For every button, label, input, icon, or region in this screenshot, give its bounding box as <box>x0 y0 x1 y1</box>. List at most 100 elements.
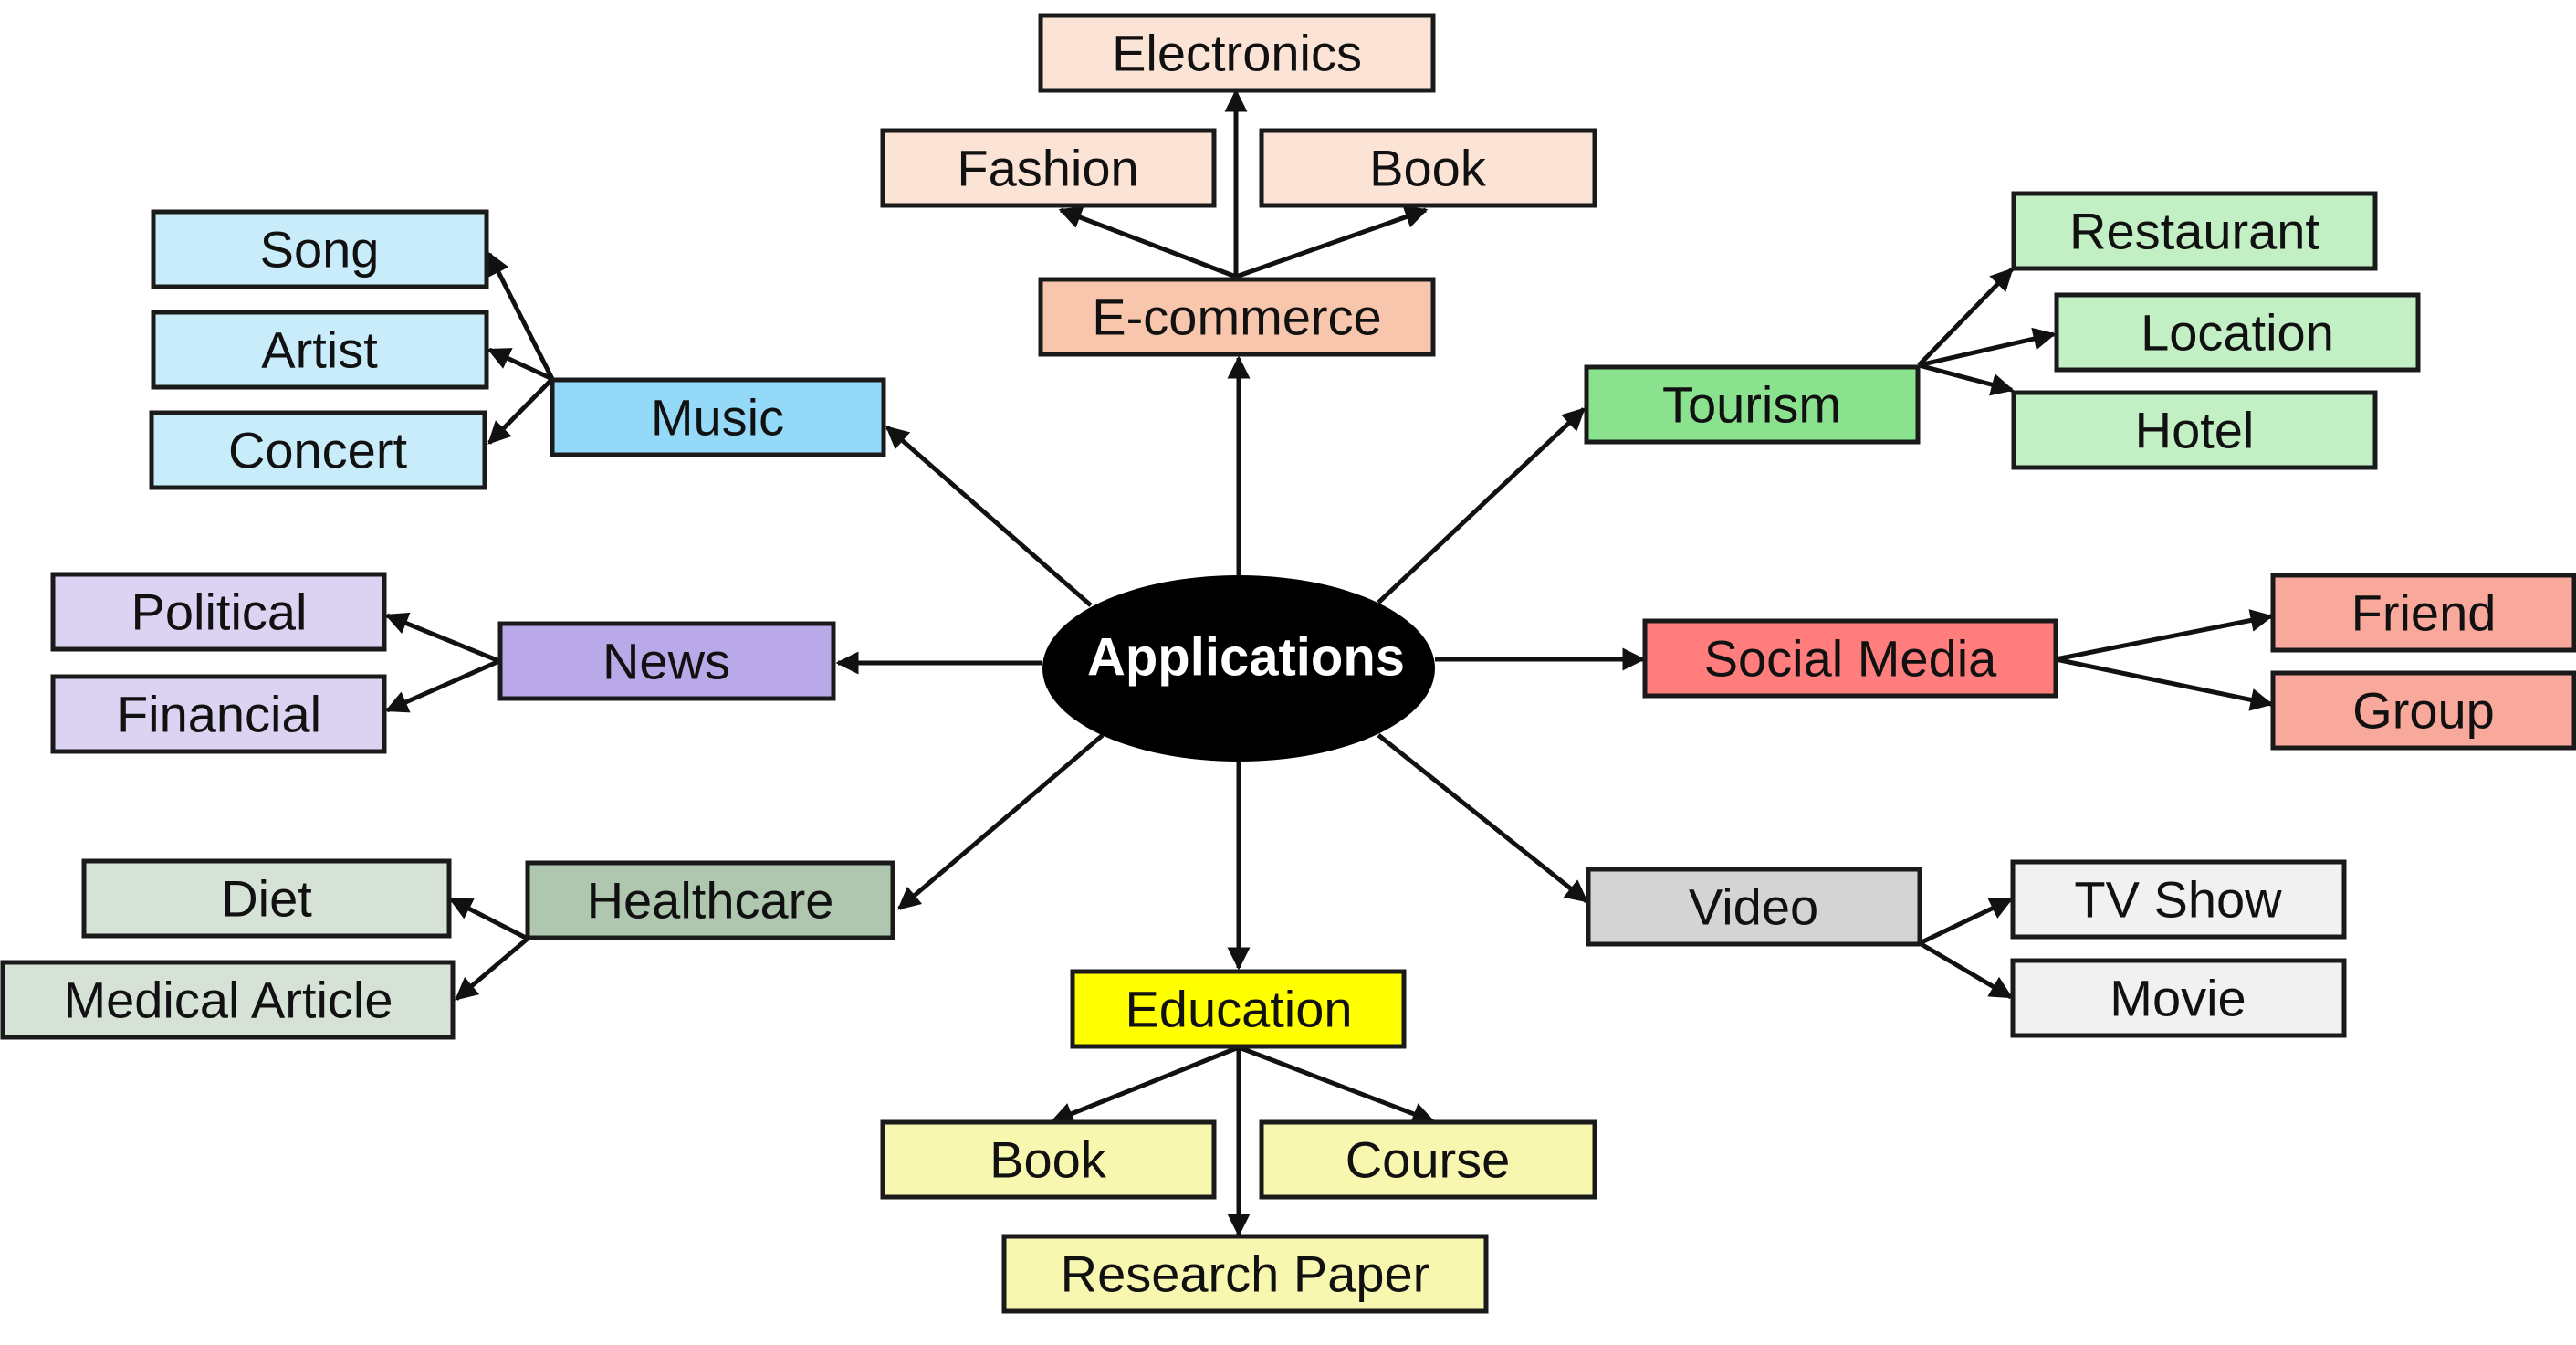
edge-hub-video <box>1377 733 1588 903</box>
node-diet: Diet <box>81 858 452 939</box>
category-label: E-commerce <box>1092 289 1381 346</box>
node-box <box>2054 292 2421 373</box>
node-label: Research Paper <box>1061 1245 1430 1303</box>
category-box <box>525 860 895 940</box>
category-video: Video <box>1586 867 1922 947</box>
category-ecommerce: E-commerce <box>1038 277 1436 357</box>
node-box <box>149 410 487 490</box>
category-label: Social Media <box>1704 630 1997 688</box>
edge-ecommerce-book <box>1235 205 1429 279</box>
edge-healthcare-diet <box>448 897 529 941</box>
node-label: Financial <box>117 686 321 743</box>
node-electronics: Electronics <box>1038 13 1436 93</box>
node-financial: Financial <box>50 674 387 754</box>
category-label: Tourism <box>1662 376 1841 434</box>
category-label: Healthcare <box>587 872 834 930</box>
node-label: Hotel <box>2135 402 2255 459</box>
node-course: Course <box>1259 1119 1597 1200</box>
node-label: Book <box>1369 140 1487 197</box>
node-label: Artist <box>261 321 378 379</box>
edge-education-book <box>1050 1045 1240 1125</box>
node-label: Diet <box>221 870 312 928</box>
edge-social-group <box>2055 657 2274 711</box>
node-box <box>0 960 456 1040</box>
node-political: Political <box>50 572 387 652</box>
node-label: Restaurant <box>2069 203 2319 260</box>
node-label: Medical Article <box>63 972 393 1029</box>
node-box <box>1001 1234 1489 1314</box>
node-education-book: Book <box>880 1119 1217 1200</box>
node-label: Location <box>2141 304 2334 362</box>
node-label: Fashion <box>957 140 1138 197</box>
node-song: Song <box>151 209 489 289</box>
edge-tourism-restaurant <box>1917 268 2014 367</box>
node-box <box>2011 390 2378 470</box>
edge-music-artist <box>487 347 554 382</box>
node-box <box>880 1119 1217 1200</box>
node-label: Political <box>131 583 308 641</box>
category-label: News <box>602 633 730 690</box>
category-label: Education <box>1125 981 1352 1038</box>
category-box <box>497 621 836 701</box>
node-label: Movie <box>2110 970 2246 1027</box>
edge-ecommerce-fashion <box>1058 206 1237 279</box>
edge-education-course <box>1238 1045 1436 1125</box>
node-box <box>1259 128 1597 208</box>
node-label: Song <box>260 221 380 278</box>
node-box <box>880 128 1217 208</box>
node-label: Concert <box>228 422 408 479</box>
node-box <box>151 209 489 289</box>
category-healthcare: Healthcare <box>525 860 895 940</box>
edge-hub-music <box>885 426 1093 607</box>
edge-tourism-location <box>1918 327 2057 368</box>
node-friend: Friend <box>2270 573 2576 653</box>
category-label: Music <box>651 389 784 447</box>
edge-social-friend <box>2055 609 2274 662</box>
node-research-paper: Research Paper <box>1001 1234 1489 1314</box>
hub-label: Applications <box>1087 628 1405 688</box>
node-fashion: Fashion <box>880 128 1217 208</box>
category-news: News <box>497 621 836 701</box>
node-box <box>1038 13 1436 93</box>
node-box <box>151 310 489 390</box>
node-box <box>1259 1119 1597 1200</box>
node-hotel: Hotel <box>2011 390 2378 470</box>
edge-tourism-hotel <box>1918 363 2015 396</box>
node-box <box>2011 191 2378 271</box>
node-group: Group <box>2270 670 2576 751</box>
category-education: Education <box>1070 969 1407 1049</box>
node-label: Electronics <box>1112 25 1362 82</box>
node-location: Location <box>2054 292 2421 373</box>
node-box <box>81 858 452 939</box>
category-music: Music <box>550 377 886 457</box>
edge-video-movie <box>1918 940 2014 1000</box>
node-box <box>2010 958 2347 1038</box>
node-label: TV Show <box>2074 871 2282 929</box>
edge-hub-healthcare <box>897 733 1105 910</box>
category-social-media: Social Media <box>1642 618 2058 699</box>
node-box <box>2270 670 2576 751</box>
category-tourism: Tourism <box>1584 364 1921 445</box>
node-label: Friend <box>2351 584 2497 642</box>
node-ecommerce-book: Book <box>1259 128 1597 208</box>
node-restaurant: Restaurant <box>2011 191 2378 271</box>
node-box <box>2270 573 2576 653</box>
category-box <box>550 377 886 457</box>
node-box <box>2010 859 2347 940</box>
category-box <box>1038 277 1436 357</box>
node-label: Course <box>1346 1131 1511 1189</box>
edges <box>384 89 2274 1237</box>
node-box <box>50 674 387 754</box>
node-artist: Artist <box>151 310 489 390</box>
edge-healthcare-medical <box>455 937 529 1001</box>
hub-node: Applications <box>1042 575 1435 762</box>
node-medical-article: Medical Article <box>0 960 456 1040</box>
category-label: Video <box>1689 878 1818 936</box>
edge-music-song <box>487 251 555 381</box>
node-label: Group <box>2352 682 2495 740</box>
node-box <box>50 572 387 652</box>
category-box <box>1584 364 1921 445</box>
category-box <box>1586 867 1922 947</box>
node-movie: Movie <box>2010 958 2347 1038</box>
